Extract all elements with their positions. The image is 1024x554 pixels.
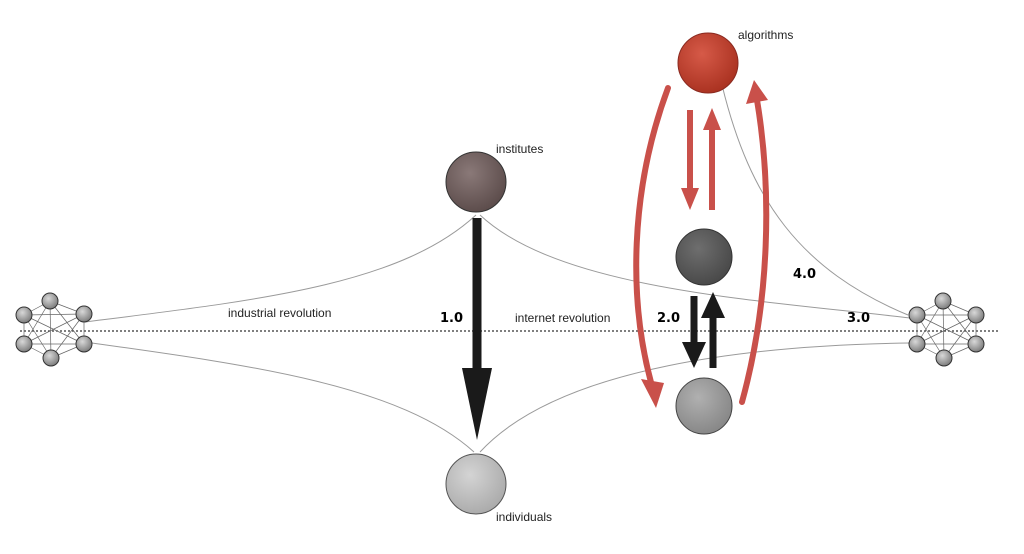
label-version-2: 2.0 — [657, 311, 680, 326]
red-straight-arrows — [681, 108, 721, 210]
curve-algorithms — [721, 84, 909, 316]
label-algorithms: algorithms — [738, 28, 793, 42]
black-arrowhead-up — [701, 292, 725, 318]
red-curve-arrowhead-left — [641, 379, 664, 408]
network-left-icon — [15, 292, 93, 367]
black-arrowhead-down — [682, 342, 706, 368]
network-right-icon — [908, 292, 985, 367]
curve-right-upper — [479, 214, 911, 319]
label-industrial-revolution: industrial revolution — [228, 306, 331, 320]
black-arrows-2 — [682, 292, 725, 368]
curve-right-lower — [479, 342, 911, 453]
node-middle-dark — [675, 228, 733, 286]
red-curve-arrowhead-right — [746, 80, 768, 104]
label-institutes: institutes — [496, 142, 543, 156]
curve-left-lower — [84, 341, 475, 453]
red-loop-arrows — [633, 80, 770, 408]
label-version-1: 1.0 — [440, 311, 463, 326]
curve-left-upper — [84, 214, 477, 323]
node-institutes — [445, 151, 507, 213]
label-individuals: individuals — [496, 510, 552, 524]
red-curve-arrow-down-left — [633, 85, 671, 389]
black-arrowhead-down-large — [462, 368, 492, 440]
red-curve-arrow-up-right — [739, 97, 770, 405]
label-internet-revolution: internet revolution — [515, 311, 610, 325]
black-arrow-1 — [462, 218, 492, 440]
label-version-3: 3.0 — [847, 311, 870, 326]
node-algorithms — [677, 32, 739, 94]
node-middle-light — [675, 377, 733, 435]
node-individuals — [445, 453, 507, 515]
red-arrowhead-up — [703, 108, 721, 130]
label-version-4: 4.0 — [793, 267, 816, 282]
red-arrowhead-down — [681, 188, 699, 210]
